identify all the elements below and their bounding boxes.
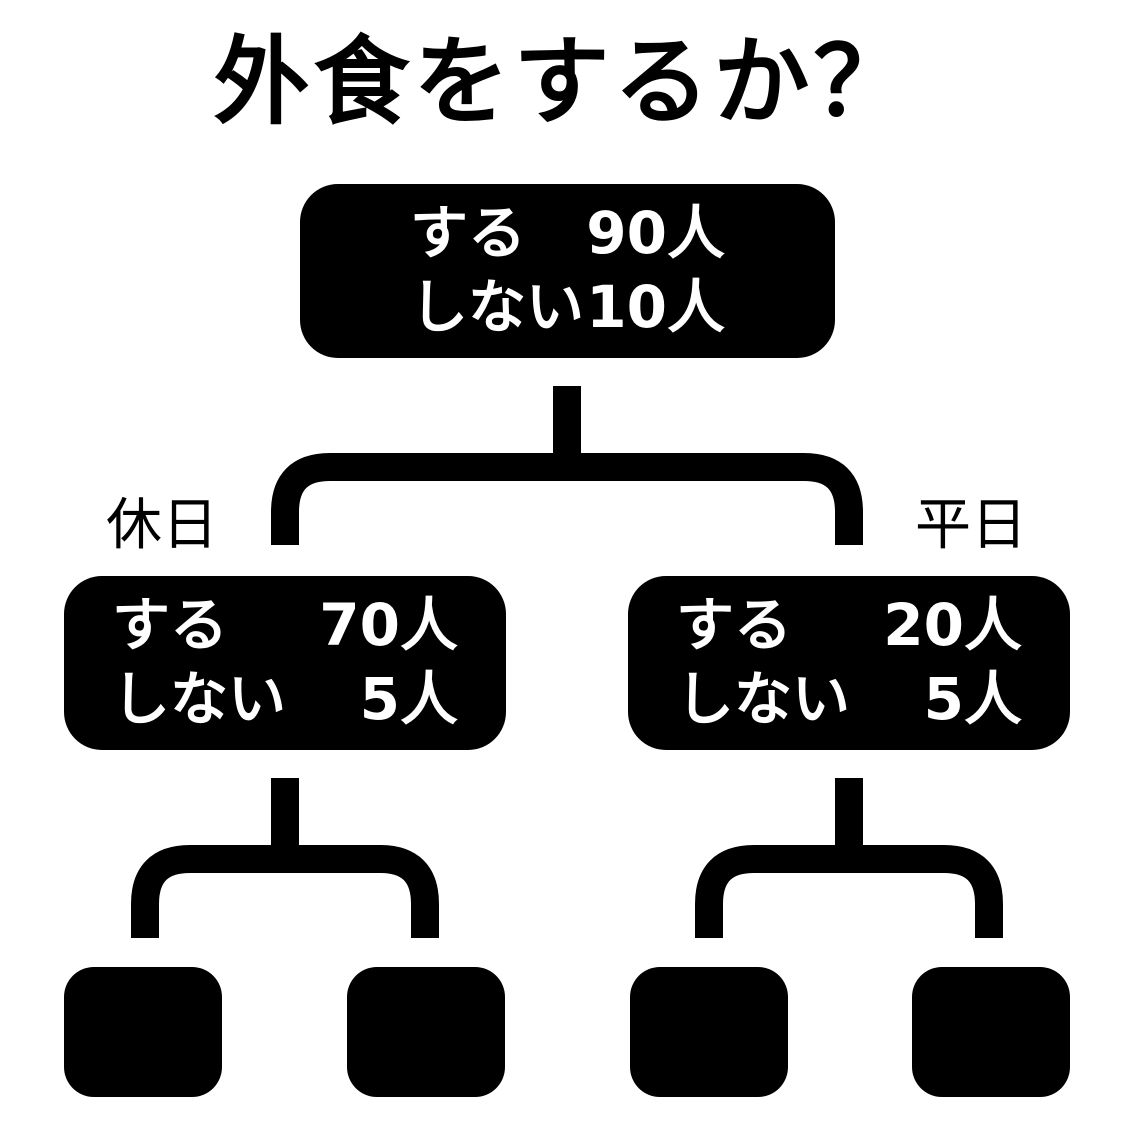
branch-label-holiday: 休日 (106, 493, 218, 558)
root-no-count: 10人 (586, 273, 725, 341)
holiday-row-yes: する 70人 (64, 590, 506, 660)
holiday-no-count: 5人 (359, 665, 458, 733)
holiday-yes-count: 70人 (319, 591, 458, 659)
root-no-label: しない (410, 273, 585, 341)
diagram-title: 外食をするか？ (213, 26, 914, 138)
weekday-yes-label: する (676, 591, 793, 659)
connector-left-bracket (131, 845, 439, 938)
root-yes-count: 90人 (586, 199, 725, 267)
root-yes-label: する (410, 199, 527, 267)
root-node: する 90人 しない 10人 (300, 184, 835, 358)
weekday-node: する 20人 しない 5人 (628, 576, 1070, 750)
leaf-node-weekday-a (630, 967, 788, 1097)
holiday-node: する 70人 しない 5人 (64, 576, 506, 750)
weekday-yes-count: 20人 (883, 591, 1022, 659)
weekday-no-label: しない (676, 665, 851, 733)
weekday-row-yes: する 20人 (628, 590, 1070, 660)
holiday-yes-label: する (112, 591, 229, 659)
leaf-node-holiday-a (64, 967, 222, 1097)
root-row-no: しない 10人 (300, 272, 835, 342)
weekday-no-count: 5人 (923, 665, 1022, 733)
branch-label-weekday: 平日 (915, 493, 1027, 558)
root-row-yes: する 90人 (300, 198, 835, 268)
leaf-node-holiday-b (347, 967, 505, 1097)
holiday-row-no: しない 5人 (64, 664, 506, 734)
leaf-node-weekday-b (912, 967, 1070, 1097)
connector-right-bracket (695, 845, 1003, 938)
connector-root-bracket (271, 453, 863, 545)
weekday-row-no: しない 5人 (628, 664, 1070, 734)
holiday-no-label: しない (112, 665, 287, 733)
